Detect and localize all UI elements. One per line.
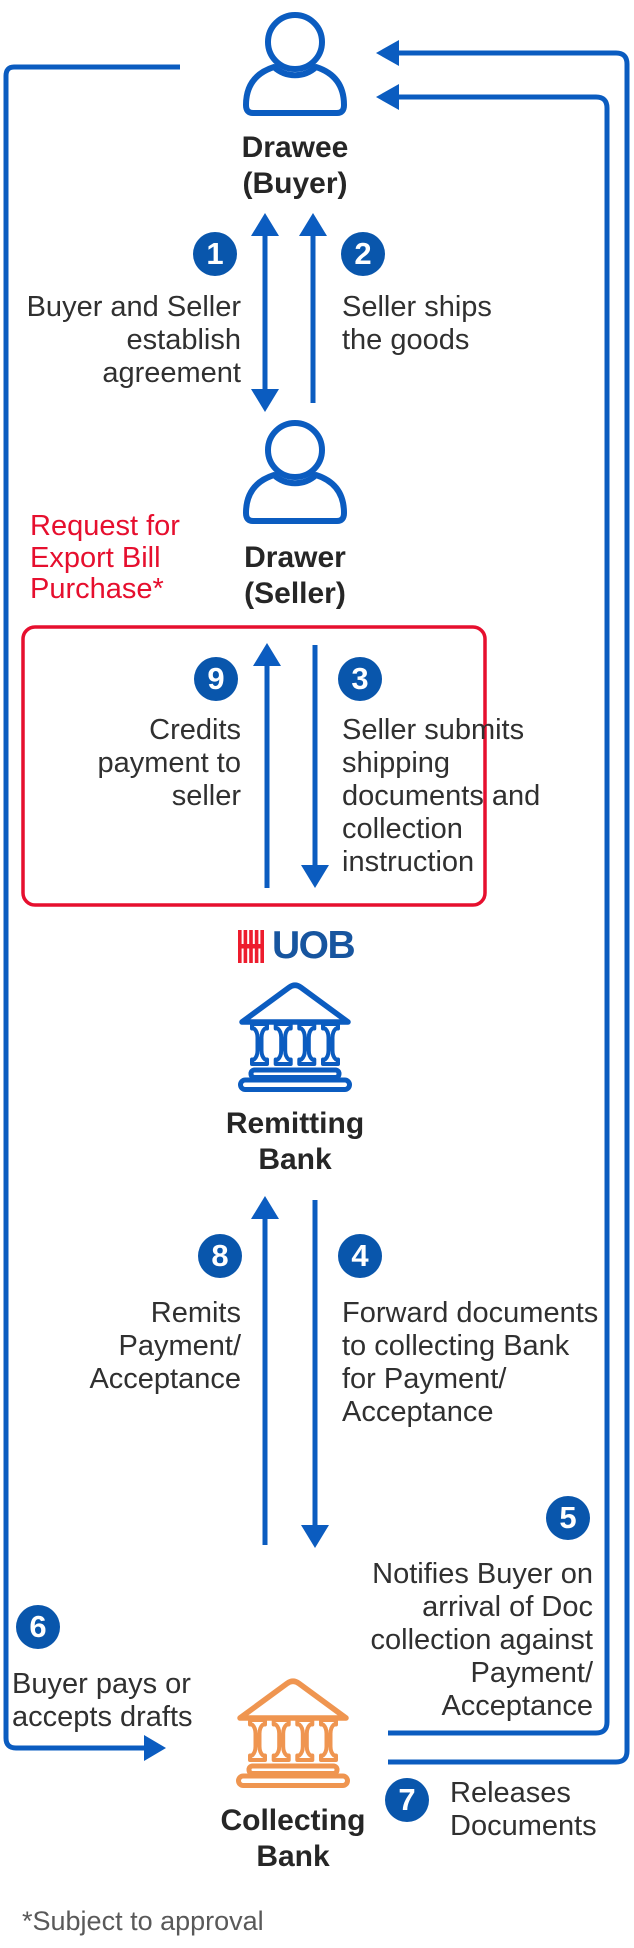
export-bill-purchase-note: Request for Export Bill Purchase* bbox=[30, 510, 180, 605]
step-1-badge: 1 bbox=[193, 232, 237, 276]
uob-logo: UOB bbox=[238, 924, 356, 967]
step-1-text: Buyer and Seller establish agreement bbox=[26, 291, 241, 389]
step-2-text: Seller ships the goods bbox=[342, 291, 492, 356]
step-8-text: Remits Payment/ Acceptance bbox=[89, 1297, 241, 1395]
uob-bars-icon bbox=[238, 929, 264, 963]
collecting-bank-label: Collecting Bank bbox=[220, 1804, 366, 1873]
collecting-bank-icon bbox=[236, 1678, 350, 1788]
arrowhead-step8-up bbox=[251, 1196, 279, 1219]
step-9-badge: 9 bbox=[194, 657, 238, 701]
arrowhead-step6 bbox=[144, 1735, 166, 1761]
arrowhead-step1-down bbox=[251, 389, 279, 412]
arrowhead-step2-up bbox=[299, 213, 327, 236]
arrowhead-step1-up bbox=[251, 213, 279, 236]
arrowhead-inner-right bbox=[376, 84, 399, 110]
loop-inner-right-line bbox=[388, 94, 610, 1736]
arrowhead-step4-down bbox=[301, 1525, 329, 1548]
step-4-text: Forward documents to collecting Bank for… bbox=[342, 1297, 599, 1428]
drawee-person-icon bbox=[243, 12, 347, 116]
step-5-badge: 5 bbox=[546, 1496, 590, 1540]
arrowhead-step9-up bbox=[253, 643, 281, 666]
remitting-bank-label: Remitting Bank bbox=[225, 1107, 365, 1176]
step-6-text: Buyer pays or accepts drafts bbox=[12, 1668, 193, 1733]
ebp-highlight-box bbox=[21, 625, 487, 907]
step-3-text: Seller submits shipping documents and co… bbox=[342, 714, 541, 878]
step-7-badge: 7 bbox=[385, 1778, 429, 1822]
step-8-badge: 8 bbox=[198, 1234, 242, 1278]
footnote: *Subject to approval bbox=[22, 1906, 264, 1936]
uob-logo-text: UOB bbox=[272, 924, 356, 967]
arrowhead-step3-down bbox=[301, 865, 329, 888]
drawer-person-icon bbox=[243, 420, 347, 524]
loop-outer-right-line bbox=[388, 50, 630, 1765]
remitting-bank-icon bbox=[238, 982, 352, 1092]
step-9-text: Credits payment to seller bbox=[97, 714, 241, 812]
step-3-badge: 3 bbox=[338, 657, 382, 701]
drawer-label: Drawer (Seller) bbox=[244, 541, 346, 610]
drawee-label: Drawee (Buyer) bbox=[241, 131, 349, 200]
arrowhead-outer-right bbox=[376, 40, 399, 66]
step-2-badge: 2 bbox=[341, 232, 385, 276]
loop-left-line bbox=[3, 64, 180, 1751]
step-7-text: Releases Documents bbox=[450, 1777, 597, 1842]
step-4-badge: 4 bbox=[338, 1234, 382, 1278]
step-6-badge: 6 bbox=[16, 1605, 60, 1649]
step-5-text: Notifies Buyer on arrival of Doc collect… bbox=[370, 1558, 593, 1722]
